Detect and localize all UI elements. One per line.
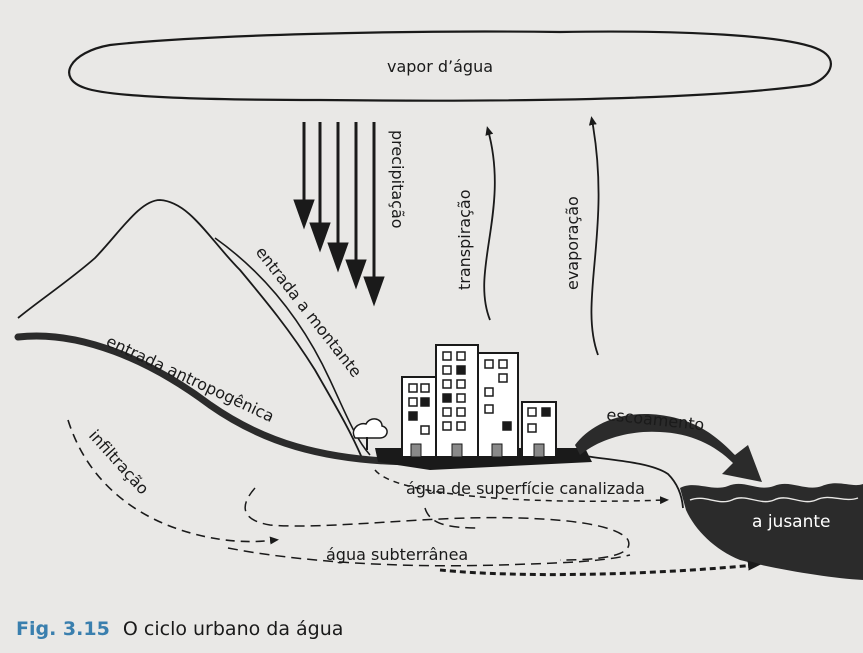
groundwater-outflow-arrow bbox=[439, 560, 761, 577]
figure-caption: Fig. 3.15 O ciclo urbano da água bbox=[16, 618, 343, 640]
precipitation-arrows bbox=[293, 122, 385, 307]
vapor-label: vapor d’água bbox=[387, 57, 493, 76]
anthropogenic-inflow-band bbox=[14, 332, 424, 466]
caption-text: O ciclo urbano da água bbox=[123, 618, 344, 640]
cloud-shape bbox=[68, 30, 832, 102]
rain-arrow bbox=[327, 122, 349, 273]
building-doors bbox=[410, 443, 545, 458]
building-windows bbox=[408, 351, 551, 435]
jusante-label: a jusante bbox=[752, 512, 831, 532]
water-waves bbox=[689, 496, 859, 503]
agua-subterranea-label: água subterrânea bbox=[326, 545, 468, 564]
infiltracao-label: infiltração bbox=[85, 426, 153, 498]
agua-superficie-label: água de superfície canalizada bbox=[406, 479, 645, 498]
tree-icon bbox=[352, 418, 388, 450]
rain-arrow bbox=[293, 122, 315, 230]
surface-water-arrow bbox=[374, 469, 669, 505]
infiltration-arrow bbox=[67, 419, 279, 545]
transpiracao-label: transpiração bbox=[455, 189, 474, 290]
transpiration-arrow bbox=[483, 126, 496, 321]
precipitacao-label: precipitação bbox=[388, 130, 407, 229]
building bbox=[477, 352, 519, 458]
riverbank-line bbox=[584, 455, 684, 509]
rain-arrow bbox=[309, 122, 331, 253]
mountain-outline bbox=[17, 199, 363, 459]
rain-arrow bbox=[345, 122, 367, 290]
evaporacao-label: evaporação bbox=[563, 196, 582, 290]
groundwater-paths bbox=[227, 487, 631, 567]
runoff-arrow bbox=[575, 414, 762, 482]
downstream-water-body bbox=[680, 483, 863, 580]
entrada-antropogenica-label: entrada antropogênica bbox=[103, 331, 277, 426]
evaporation-arrow bbox=[588, 116, 600, 356]
caption-number: Fig. 3.15 bbox=[16, 618, 110, 640]
rain-arrow bbox=[363, 122, 385, 307]
